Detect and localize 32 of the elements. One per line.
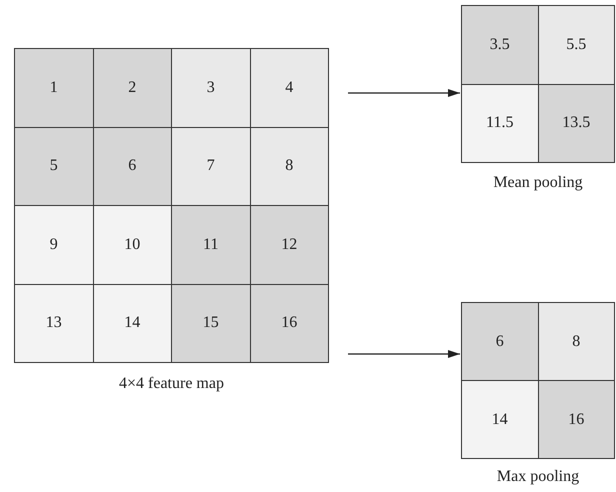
grid-cell: 16: [250, 284, 328, 362]
grid-cell: 5: [15, 128, 92, 205]
grid-cell: 6: [94, 128, 171, 205]
grid-cell: 13: [15, 284, 92, 362]
feature-grid: [461, 5, 615, 163]
grid-cell: 2: [94, 49, 171, 126]
grid-cell: 3.5: [462, 6, 538, 84]
grid-cell: 12: [250, 206, 328, 284]
arrow: [348, 350, 460, 358]
grid-cell: 4: [250, 49, 328, 126]
feature-grid: [14, 48, 329, 363]
grid-cell: 16: [538, 381, 614, 458]
grid-cell: 9: [15, 206, 92, 284]
grid-caption: 4×4 feature map: [118, 375, 225, 393]
grid-cell: 15: [172, 284, 250, 362]
grid-caption: Mean pooling: [492, 174, 584, 192]
grid-cell: 6: [462, 303, 538, 380]
feature-grid: [461, 302, 615, 459]
grid-cell: 5.5: [538, 6, 614, 84]
arrow: [348, 89, 460, 97]
grid-cell: 11.5: [462, 84, 538, 162]
grid-cell: 14: [94, 284, 171, 362]
grid-cell: 8: [250, 128, 328, 205]
grid-cell: 1: [15, 49, 92, 126]
grid-cell: 10: [94, 206, 171, 284]
grid-cell: 14: [462, 381, 538, 458]
grid-cell: 3: [172, 49, 250, 126]
grid-cell: 8: [538, 303, 614, 380]
grid-cell: 7: [172, 128, 250, 205]
grid-cell: 11: [172, 206, 250, 284]
grid-cell: 13.5: [538, 84, 614, 162]
grid-caption: Max pooling: [496, 468, 580, 486]
